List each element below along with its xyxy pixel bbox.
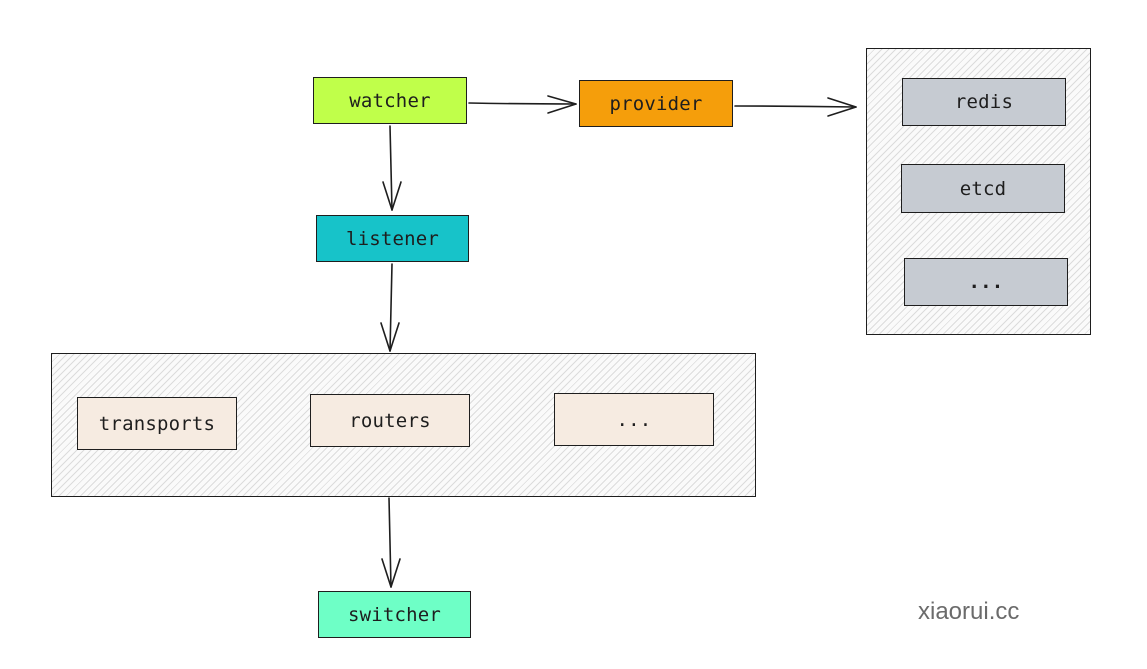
arrow-provider-to-backends	[734, 97, 857, 117]
target-node-more: ...	[554, 393, 714, 446]
listener-node: listener	[316, 215, 469, 262]
backend-node-etcd: etcd	[901, 164, 1065, 213]
backend-node-more: ...	[904, 258, 1068, 306]
arrow-watcher-to-listener	[382, 125, 402, 211]
switcher-node: switcher	[318, 591, 471, 638]
watcher-node: watcher	[313, 77, 467, 124]
backend-node-redis: redis	[902, 78, 1066, 126]
arrow-listener-to-targets	[380, 263, 400, 352]
target-node-routers: routers	[310, 394, 470, 447]
provider-node: provider	[579, 80, 733, 127]
arrow-watcher-to-provider	[468, 95, 577, 114]
watermark-text: xiaorui.cc	[918, 598, 1020, 625]
arrow-targets-to-switcher	[381, 497, 401, 588]
target-node-transports: transports	[77, 397, 237, 450]
